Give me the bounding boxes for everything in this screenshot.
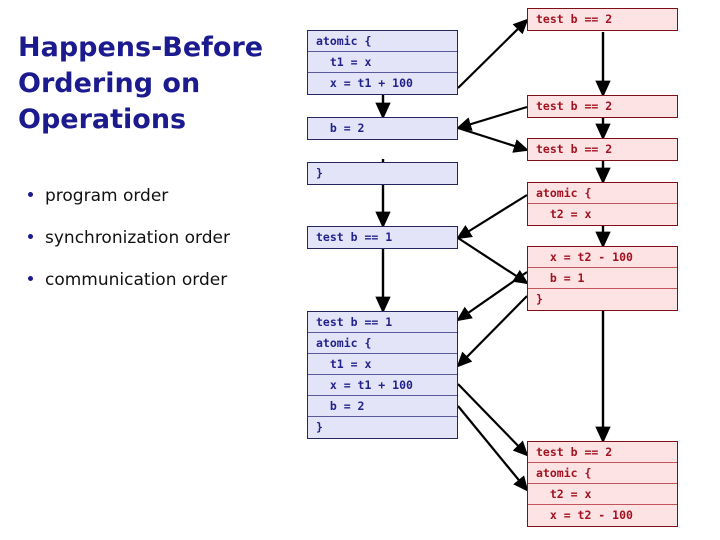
bullet-dot-icon <box>28 192 33 197</box>
communication-order-arrow <box>457 405 529 492</box>
bullet-item-synchronization-order: synchronization order <box>28 227 298 249</box>
code-line: test b == 1 <box>308 312 457 333</box>
communication-order-arrow <box>456 271 528 322</box>
code-line: b = 1 <box>528 268 677 289</box>
code-line: test b == 2 <box>528 442 677 463</box>
bullet-dot-icon <box>28 276 33 281</box>
code-line: b = 2 <box>308 396 457 417</box>
communication-order-arrow <box>456 194 528 240</box>
code-block: x = t2 - 100 b = 1} <box>527 246 678 311</box>
code-line: t2 = x <box>528 484 677 505</box>
communication-order-arrow <box>457 237 529 285</box>
code-line: b = 2 <box>308 118 457 139</box>
communication-order-arrow <box>457 126 530 153</box>
code-line: t1 = x <box>308 354 457 375</box>
bullet-dot-icon <box>28 234 33 239</box>
code-block: } <box>307 162 458 185</box>
communication-order-arrow <box>457 18 529 89</box>
code-line: } <box>528 289 677 310</box>
title-line-3: Operations <box>18 104 187 135</box>
bullet-label: communication order <box>45 270 228 290</box>
title-line-1: Happens-Before <box>18 32 264 63</box>
code-line: atomic { <box>308 333 457 354</box>
code-block: test b == 2 <box>527 138 678 161</box>
bullet-label: synchronization order <box>45 228 230 248</box>
bullet-item-program-order: program order <box>28 185 298 207</box>
code-block: atomic { t2 = x <box>527 182 678 226</box>
code-line: } <box>308 163 457 184</box>
code-block: test b == 2 <box>527 95 678 118</box>
bullet-item-communication-order: communication order <box>28 269 298 291</box>
title-line-2: Ordering on <box>18 68 201 99</box>
code-line: atomic { <box>308 31 457 52</box>
code-line: test b == 2 <box>528 9 677 30</box>
code-line: t2 = x <box>528 204 677 225</box>
ordering-bullet-list: program order synchronization order comm… <box>28 185 298 311</box>
code-line: t1 = x <box>308 52 457 73</box>
code-line: test b == 1 <box>308 227 457 248</box>
code-line: x = t1 + 100 <box>308 73 457 94</box>
code-line: x = t1 + 100 <box>308 375 457 396</box>
page-title: Happens-Before Ordering on Operations <box>18 30 290 138</box>
code-block: test b == 2 <box>527 8 678 31</box>
code-line: x = t2 - 100 <box>528 247 677 268</box>
communication-order-arrow <box>455 105 528 131</box>
communication-order-arrow <box>456 295 528 368</box>
code-line: } <box>308 417 457 438</box>
code-line: atomic { <box>528 463 677 484</box>
code-block: b = 2 <box>307 117 458 140</box>
communication-order-arrow <box>457 383 529 457</box>
code-line: test b == 2 <box>528 139 677 160</box>
bullet-label: program order <box>45 186 169 206</box>
code-line: x = t2 - 100 <box>528 505 677 526</box>
code-block: atomic { t1 = x x = t1 + 100 <box>307 30 458 95</box>
code-block: test b == 1 <box>307 226 458 249</box>
code-line: atomic { <box>528 183 677 204</box>
code-line: test b == 2 <box>528 96 677 117</box>
